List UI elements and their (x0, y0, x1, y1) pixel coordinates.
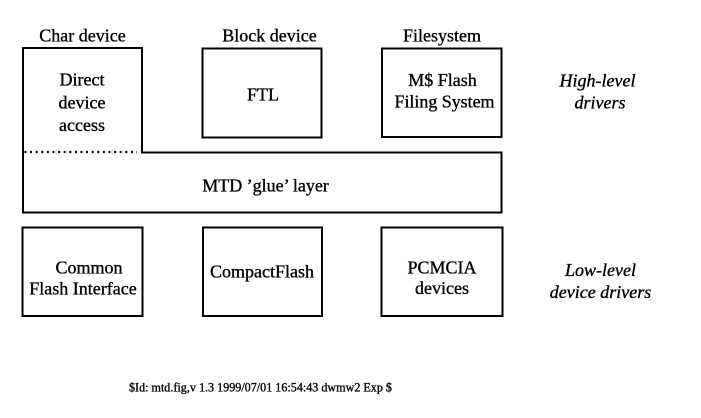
svg-text:devices: devices (415, 278, 469, 298)
svg-text:MTD ’glue’ layer: MTD ’glue’ layer (202, 176, 329, 196)
svg-text:M$ Flash: M$ Flash (408, 70, 477, 90)
svg-text:$Id: mtd.fig,v 1.3 1999/07/01: $Id: mtd.fig,v 1.3 1999/07/01 16:54:43 d… (129, 381, 392, 395)
svg-text:Char device: Char device (39, 26, 125, 46)
svg-text:Block device: Block device (222, 26, 316, 46)
svg-text:Low-level: Low-level (564, 260, 636, 280)
svg-text:device drivers: device drivers (550, 282, 651, 302)
svg-text:Flash Interface: Flash Interface (29, 279, 136, 299)
svg-text:Direct: Direct (60, 70, 105, 90)
svg-text:access: access (59, 115, 105, 135)
svg-text:Common: Common (55, 258, 122, 278)
svg-text:Filing System: Filing System (395, 92, 495, 112)
svg-text:device: device (59, 93, 106, 113)
svg-text:Filesystem: Filesystem (403, 26, 481, 46)
svg-text:PCMCIA: PCMCIA (407, 258, 476, 278)
svg-text:drivers: drivers (575, 93, 626, 113)
svg-text:FTL: FTL (247, 85, 279, 105)
svg-text:CompactFlash: CompactFlash (210, 262, 314, 282)
svg-text:High-level: High-level (559, 71, 636, 91)
